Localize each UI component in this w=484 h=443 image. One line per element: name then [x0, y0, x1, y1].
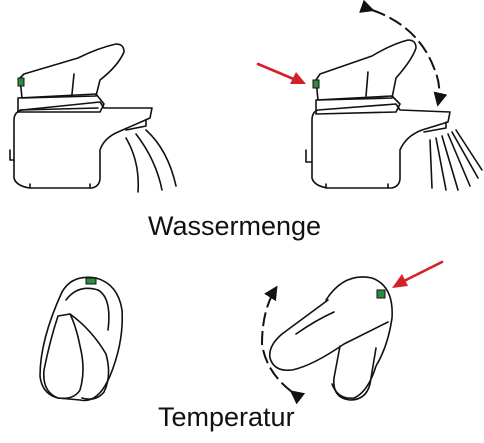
handle-top-view-rotated: [270, 277, 392, 400]
small-indicator-icon: [313, 80, 319, 88]
small-indicator-icon: [377, 290, 385, 298]
faucet-low-flow: [10, 44, 176, 192]
faucet-high-flow: [306, 40, 482, 190]
handle-top-view-neutral: [40, 277, 122, 400]
red-arrow-icon: [392, 262, 442, 288]
small-indicator-icon: [86, 278, 96, 284]
small-indicator-icon: [18, 78, 24, 86]
temperature-caption: Temperatur: [158, 404, 295, 431]
curved-arrow-flow-icon: [372, 10, 439, 104]
flow-caption: Wassermenge: [148, 213, 321, 240]
red-arrow-icon: [258, 64, 306, 84]
